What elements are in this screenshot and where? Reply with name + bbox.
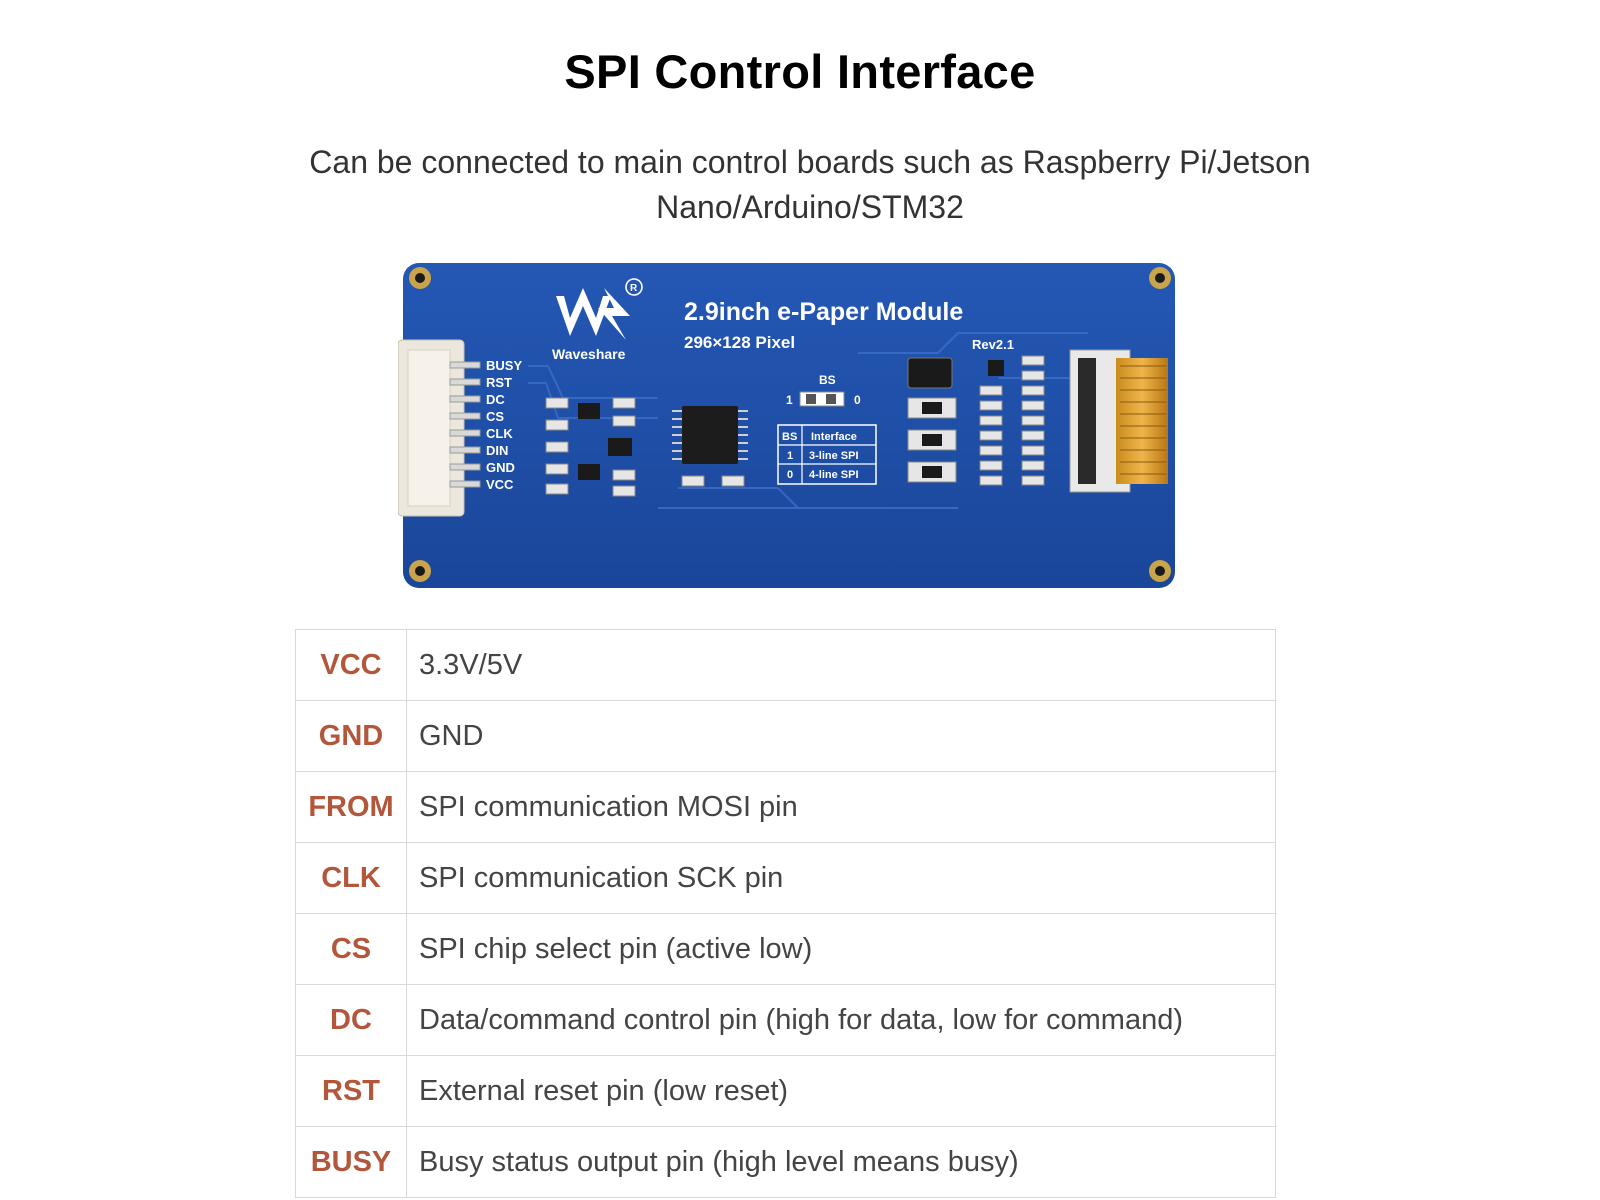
pin-desc-cell: SPI communication MOSI pin <box>406 771 1276 843</box>
pin-desc-cell: GND <box>406 700 1276 772</box>
fpc-connector <box>1069 349 1168 493</box>
pin-desc-cell: Busy status output pin (high level means… <box>406 1126 1276 1198</box>
table-row: DC Data/command control pin (high for da… <box>295 984 1276 1056</box>
pin-desc-cell: 3.3V/5V <box>406 629 1276 701</box>
table-row: CS SPI chip select pin (active low) <box>295 913 1276 985</box>
pin-desc-cell: Data/command control pin (high for data,… <box>406 984 1276 1056</box>
pcb-pin-label: DC <box>486 392 505 407</box>
pcb-pin-label: DIN <box>486 443 508 458</box>
pin-definition-table: VCC 3.3V/5V GND GND FROM SPI communicati… <box>295 629 1276 1198</box>
resolution-label: 296×128 Pixel <box>684 333 795 352</box>
pin-name-cell: BUSY <box>295 1126 407 1198</box>
pcb-illustration: BUSY RST DC CS CLK DIN GND VCC R Wavesha… <box>398 263 1175 588</box>
product-title: 2.9inch e-Paper Module <box>684 298 963 326</box>
bs-table-cell: 0 <box>787 469 793 481</box>
table-row: BUSY Busy status output pin (high level … <box>295 1126 1276 1198</box>
mounting-hole-icon <box>1149 560 1171 582</box>
table-row: FROM SPI communication MOSI pin <box>295 771 1276 843</box>
pin-name-cell: GND <box>295 700 407 772</box>
table-row: CLK SPI communication SCK pin <box>295 842 1276 914</box>
table-row: GND GND <box>295 700 1276 772</box>
pcb-pin-labels: BUSY RST DC CS CLK DIN GND VCC <box>486 358 522 492</box>
pcb-pin-label: RST <box>486 375 512 390</box>
waveshare-logo-icon: R <box>556 278 643 340</box>
page-title: SPI Control Interface <box>564 45 1036 98</box>
pin-name-cell: CS <box>295 913 407 985</box>
page-subtitle: Can be connected to main control boards … <box>309 144 1311 225</box>
mounting-hole-icon <box>409 267 431 289</box>
mounting-hole-icon <box>409 560 431 582</box>
pcb-pin-label: CLK <box>486 426 513 441</box>
table-row: RST External reset pin (low reset) <box>295 1055 1276 1127</box>
table-row: VCC 3.3V/5V <box>295 629 1276 701</box>
pin-name-cell: DC <box>295 984 407 1056</box>
brand-label: Waveshare <box>552 346 626 362</box>
bs-jumper-value-left: 1 <box>786 393 793 407</box>
bs-jumper-label: BS <box>819 373 836 387</box>
pin-desc-cell: SPI chip select pin (active low) <box>406 913 1276 985</box>
pcb-pin-label: VCC <box>486 477 514 492</box>
bs-jumper <box>799 391 845 407</box>
revision-label: Rev2.1 <box>972 337 1014 352</box>
pin-header-connector <box>398 339 481 517</box>
mounting-hole-icon <box>1149 267 1171 289</box>
pcb-pin-label: BUSY <box>486 358 522 373</box>
bs-table-cell: 4-line SPI <box>809 469 859 481</box>
pin-name-cell: RST <box>295 1055 407 1127</box>
epaper-module-image: BUSY RST DC CS CLK DIN GND VCC R Wavesha… <box>398 258 1198 598</box>
right-side-components <box>907 355 1045 486</box>
registered-mark: R <box>630 283 638 294</box>
bs-interface-table: BS Interface 1 3-line SPI 0 4-line SPI <box>777 424 877 485</box>
bs-table-cell: 1 <box>787 450 793 462</box>
pin-desc-cell: External reset pin (low reset) <box>406 1055 1276 1127</box>
bs-jumper-value-right: 0 <box>854 393 861 407</box>
bs-table-cell: 3-line SPI <box>809 450 859 462</box>
pcb-pin-label: GND <box>486 460 515 475</box>
pin-name-cell: VCC <box>295 629 407 701</box>
bs-table-cell: Interface <box>811 431 857 443</box>
pin-desc-cell: SPI communication SCK pin <box>406 842 1276 914</box>
pin-name-cell: FROM <box>295 771 407 843</box>
driver-ic-chip <box>672 406 748 487</box>
bs-table-cell: BS <box>782 431 797 443</box>
passive-components <box>545 397 636 497</box>
pin-name-cell: CLK <box>295 842 407 914</box>
pcb-pin-label: CS <box>486 409 504 424</box>
